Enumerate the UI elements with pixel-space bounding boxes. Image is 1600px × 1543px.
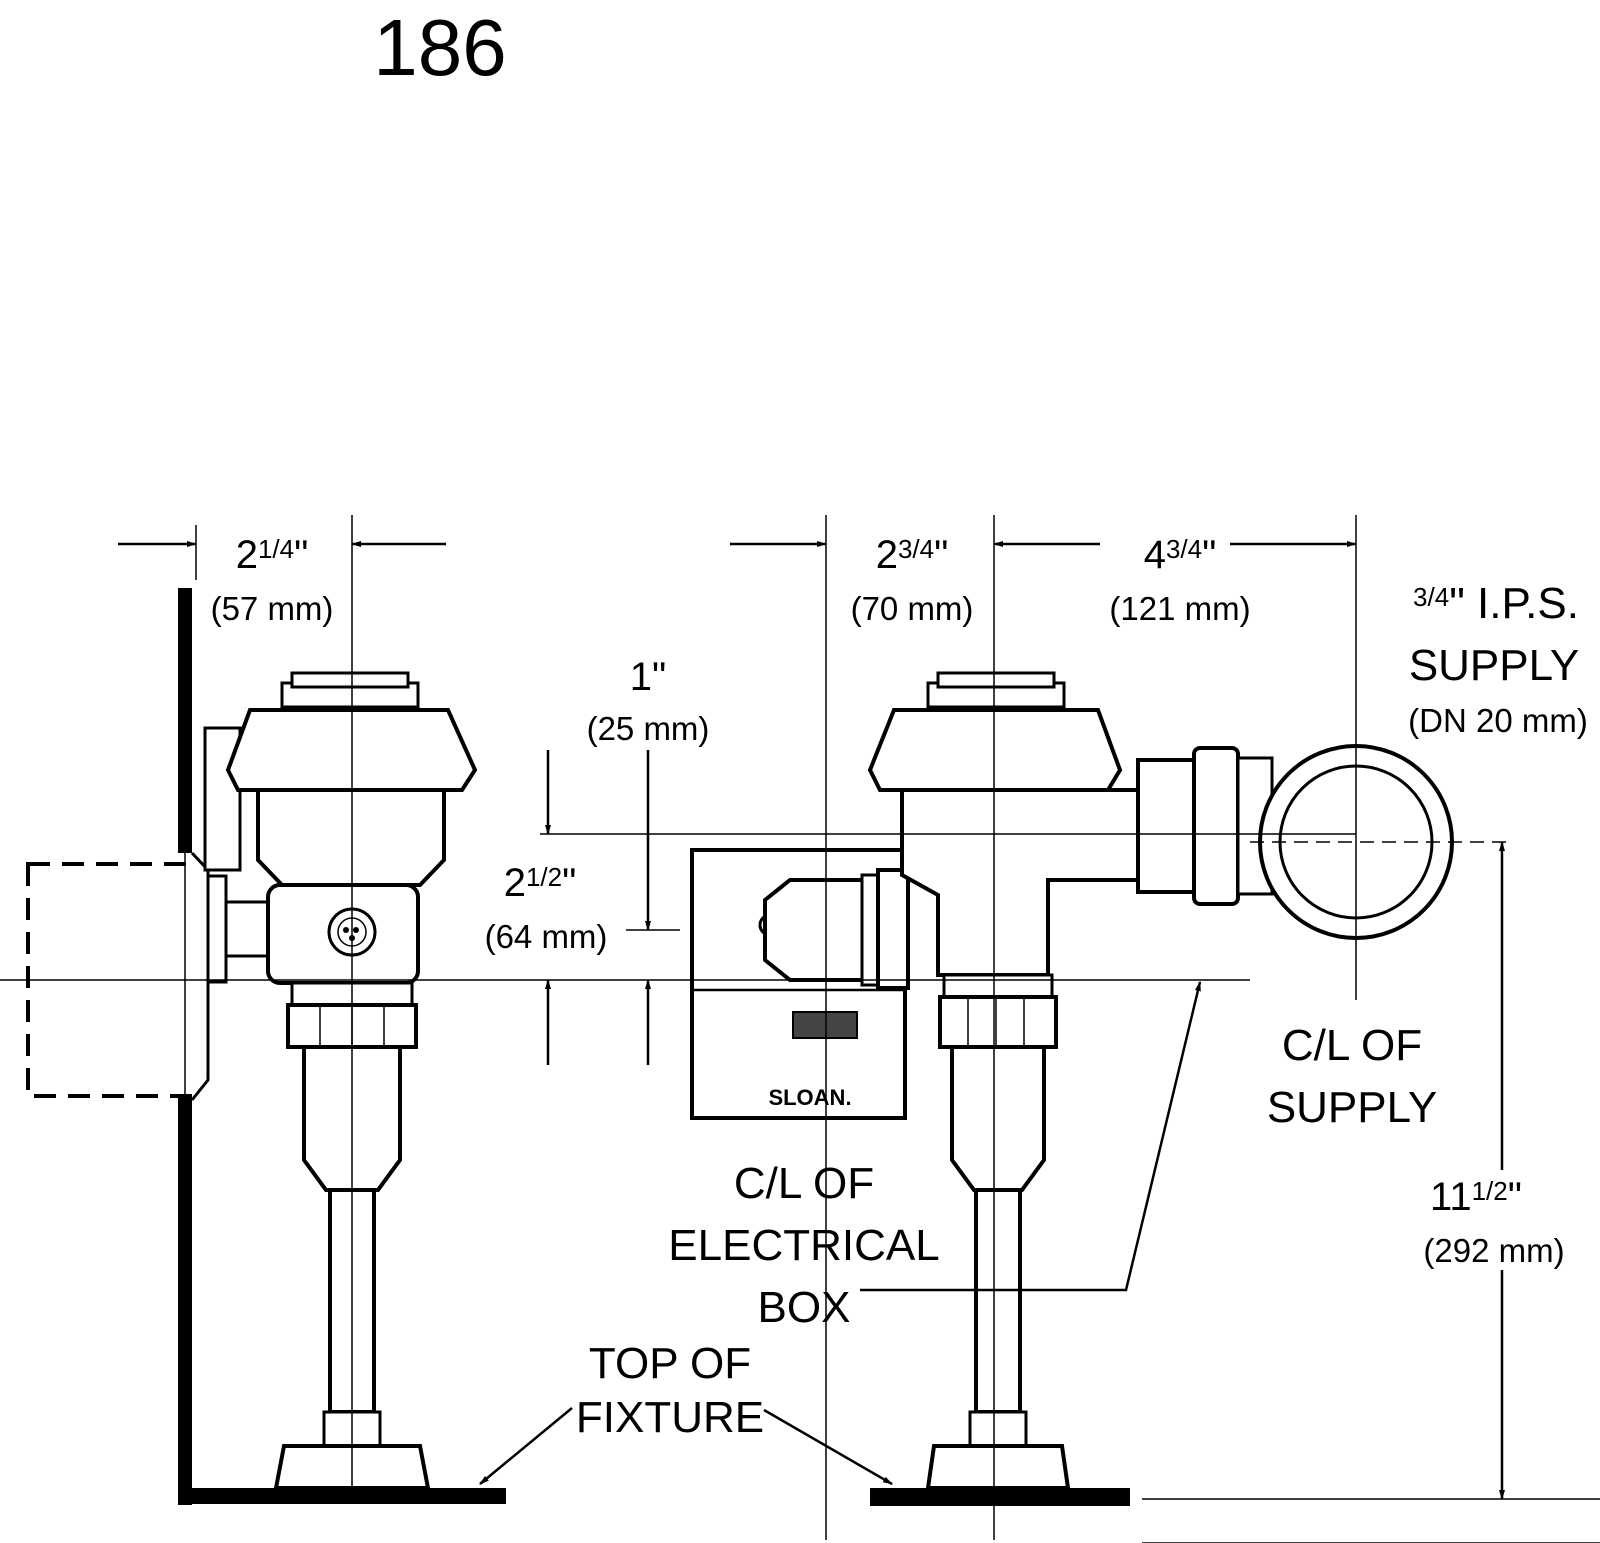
dim-vertical-small-mm: (25 mm): [587, 710, 710, 747]
dim-center-offset: 23/4": [876, 533, 949, 577]
fixture-top-left: [178, 1488, 506, 1504]
front-view: SLOAN.: [690, 515, 1510, 1540]
top-fixture-line2: FIXTURE: [576, 1393, 764, 1442]
valve-body: [256, 788, 446, 887]
solenoid: [763, 878, 874, 982]
top-fixture-line1: TOP OF: [589, 1339, 751, 1388]
cl-supply-line2: SUPPLY: [1267, 1083, 1437, 1132]
dim-supply-offset: 43/4": [1144, 533, 1217, 577]
model-number: 186: [373, 3, 506, 92]
fixture-top-right: [870, 1488, 1130, 1506]
dim-left-width-mm: (57 mm): [211, 590, 334, 627]
side-view: [26, 515, 506, 1505]
dim-left-width: 21/4": [236, 533, 309, 577]
valve-cover-front: [867, 708, 1123, 792]
cl-electrical-line1: C/L OF: [734, 1159, 874, 1208]
coupling-nut-front: [938, 995, 1058, 1049]
supply-size-label: 3/4" I.P.S.: [1413, 579, 1579, 628]
cl-electrical-line2: ELECTRICAL: [668, 1221, 939, 1270]
wall-lower: [178, 1095, 192, 1505]
dim-height-mm: (292 mm): [1423, 1232, 1564, 1269]
wall-flange: [190, 851, 210, 1101]
flush-tube-front: [974, 1188, 1022, 1414]
brand-logo: SLOAN.: [768, 1085, 851, 1110]
dim-supply-offset-mm: (121 mm): [1109, 590, 1250, 627]
flange-ring: [206, 874, 228, 984]
dim-vertical-small: 1": [630, 655, 666, 699]
sensor-window: [792, 1011, 858, 1039]
solenoid-nut: [876, 868, 910, 990]
wall-upper: [178, 588, 192, 853]
supply-label-line3: (DN 20 mm): [1408, 702, 1588, 739]
vacuum-breaker-front: [950, 1045, 1046, 1192]
supply-label-line2: SUPPLY: [1409, 641, 1579, 690]
cl-supply-line1: C/L OF: [1282, 1021, 1422, 1070]
supply-arm: [1136, 758, 1196, 894]
valve-body-front: [900, 788, 1140, 977]
spud-flange-front: [925, 1444, 1071, 1490]
supply-nut: [1192, 746, 1240, 906]
dim-height: 111/2": [1430, 1175, 1522, 1219]
dim-vertical-mid: 21/2": [504, 861, 577, 905]
cap-knob: [290, 671, 410, 689]
cl-electrical-line3: BOX: [758, 1283, 851, 1332]
dim-vertical-mid-mm: (64 mm): [485, 918, 608, 955]
dim-center-offset-mm: (70 mm): [851, 590, 974, 627]
